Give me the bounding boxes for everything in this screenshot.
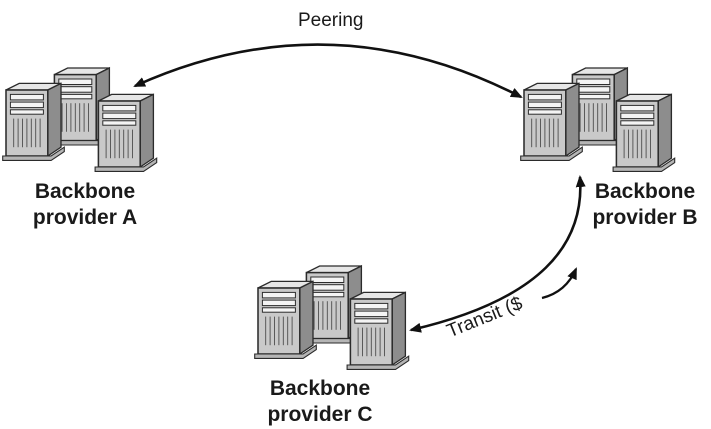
transit-arrow [409, 175, 586, 333]
provider-c-label: Backbone provider C [245, 376, 395, 428]
provider-c-label-line1: Backbone [269, 377, 371, 400]
provider-b-label-line2: provider B [592, 206, 698, 229]
server-cluster-b-icon [521, 68, 675, 171]
provider-b-label-line1: Backbone [594, 180, 696, 203]
provider-a-label-line1: Backbone [34, 180, 136, 203]
transit-direction-arrow [541, 267, 578, 300]
provider-a-label: Backbone provider A [10, 179, 160, 231]
provider-b-label: Backbone provider B [580, 179, 710, 231]
server-cluster-a-icon [3, 68, 157, 171]
peering-label: Peering [298, 10, 364, 31]
peering-arrow [133, 43, 523, 99]
provider-c-label-line2: provider C [267, 403, 373, 426]
server-cluster-c-icon [255, 266, 409, 369]
provider-a-label-line2: provider A [32, 206, 138, 229]
